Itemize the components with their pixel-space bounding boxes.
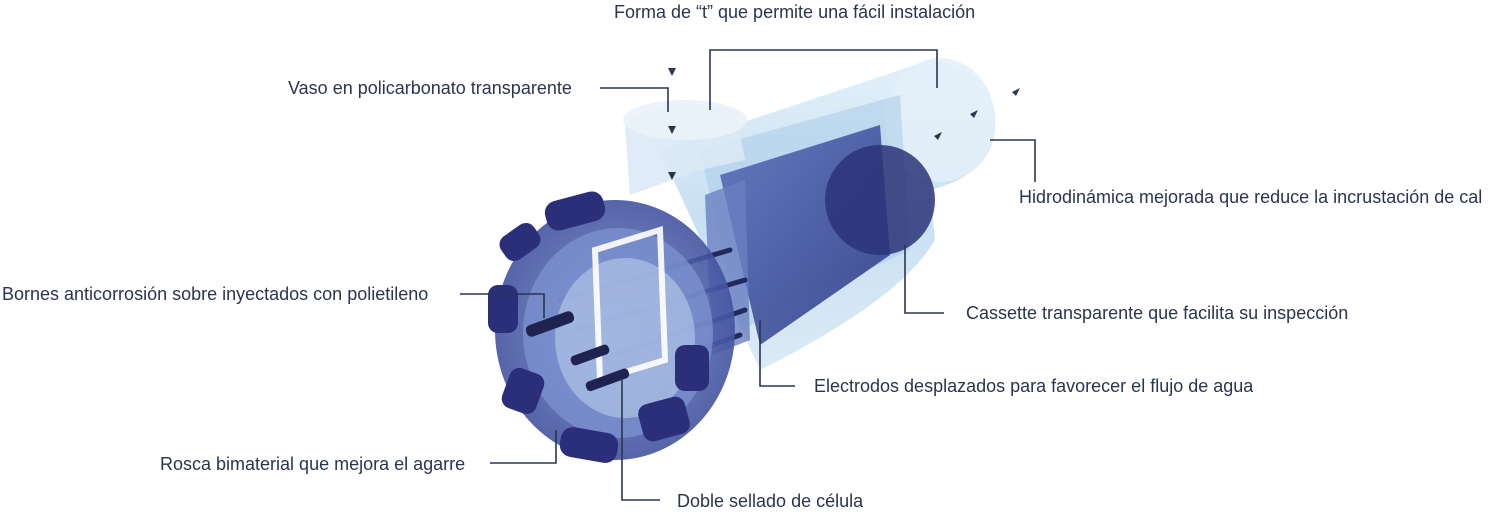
leader-lines bbox=[460, 49, 1036, 501]
leader-hidrodinamica bbox=[990, 139, 1036, 182]
t-inlet bbox=[623, 100, 747, 195]
label-vaso: Vaso en policarbonato transparente bbox=[288, 78, 572, 98]
flow-arrows bbox=[668, 68, 1020, 180]
leader-forma-t bbox=[709, 49, 938, 110]
leader-vaso bbox=[600, 87, 669, 112]
label-doble-sellado: Doble sellado de célula bbox=[677, 491, 864, 511]
leader-cassette bbox=[904, 245, 944, 314]
leader-electrodos bbox=[759, 320, 795, 387]
leader-rosca bbox=[490, 430, 557, 464]
label-forma-t: Forma de “t” que permite una fácil insta… bbox=[614, 2, 976, 22]
label-rosca: Rosca bimaterial que mejora el agarre bbox=[160, 454, 466, 474]
leader-bornes bbox=[460, 293, 545, 318]
label-electrodos: Electrodos desplazados para favorecer el… bbox=[814, 376, 1254, 396]
label-hidrodinamica: Hidrodinámica mejorada que reduce la inc… bbox=[1019, 187, 1483, 207]
leader-doble-sellado bbox=[621, 380, 660, 501]
label-bornes: Bornes anticorrosión sobre inyectados co… bbox=[2, 284, 429, 304]
threaded-cap bbox=[488, 191, 735, 463]
label-cassette: Cassette transparente que facilita su in… bbox=[966, 303, 1349, 323]
